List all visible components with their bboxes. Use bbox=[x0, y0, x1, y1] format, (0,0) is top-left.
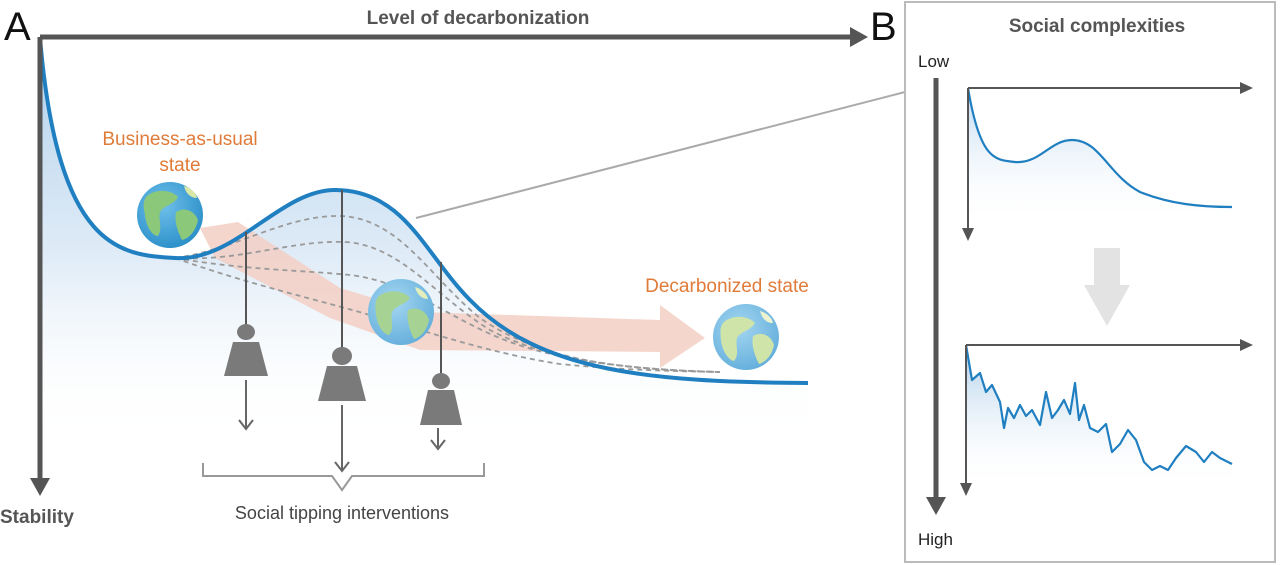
landscape-curve bbox=[38, 37, 809, 385]
rugged-landscape bbox=[960, 339, 1253, 496]
simple-landscape bbox=[962, 82, 1253, 241]
interventions-label: Social tipping interventions bbox=[235, 503, 449, 523]
dashed-landscapes bbox=[174, 215, 721, 373]
x-axis-arrowhead bbox=[850, 27, 868, 47]
bau-label-line1: Business-as-usual bbox=[102, 129, 257, 150]
y-axis-arrowhead bbox=[30, 478, 50, 496]
y-axis-label: Stability bbox=[0, 507, 74, 528]
force-arrows bbox=[238, 380, 446, 473]
complexity-axis-arrowhead bbox=[926, 497, 946, 515]
panel-a-letter: A bbox=[4, 5, 31, 49]
complexity-increase-arrow bbox=[1084, 248, 1130, 326]
landscape-fill bbox=[40, 38, 808, 440]
zoom-connector bbox=[415, 91, 906, 219]
panel-b-title: Social complexities bbox=[1009, 16, 1185, 37]
globe-bau bbox=[137, 182, 203, 248]
globe-transition bbox=[368, 279, 434, 345]
weight-strings bbox=[245, 190, 442, 373]
bau-label-line2: state bbox=[159, 155, 200, 176]
globe-decarbonized bbox=[713, 304, 779, 370]
weight-3 bbox=[420, 373, 462, 425]
weight-2 bbox=[318, 347, 366, 401]
panel-b-letter: B bbox=[870, 5, 897, 49]
low-label: Low bbox=[918, 52, 950, 71]
panel-a: A Level of decarbonization Stability Bus… bbox=[0, 5, 906, 528]
x-axis-label: Level of decarbonization bbox=[367, 8, 590, 29]
transition-arrow bbox=[200, 222, 705, 368]
decarbonized-label: Decarbonized state bbox=[645, 276, 809, 297]
high-label: High bbox=[918, 530, 953, 549]
panel-b: B Social complexities Low High bbox=[870, 1, 1276, 563]
interventions-bracket bbox=[202, 463, 485, 492]
weight-1 bbox=[224, 324, 268, 376]
